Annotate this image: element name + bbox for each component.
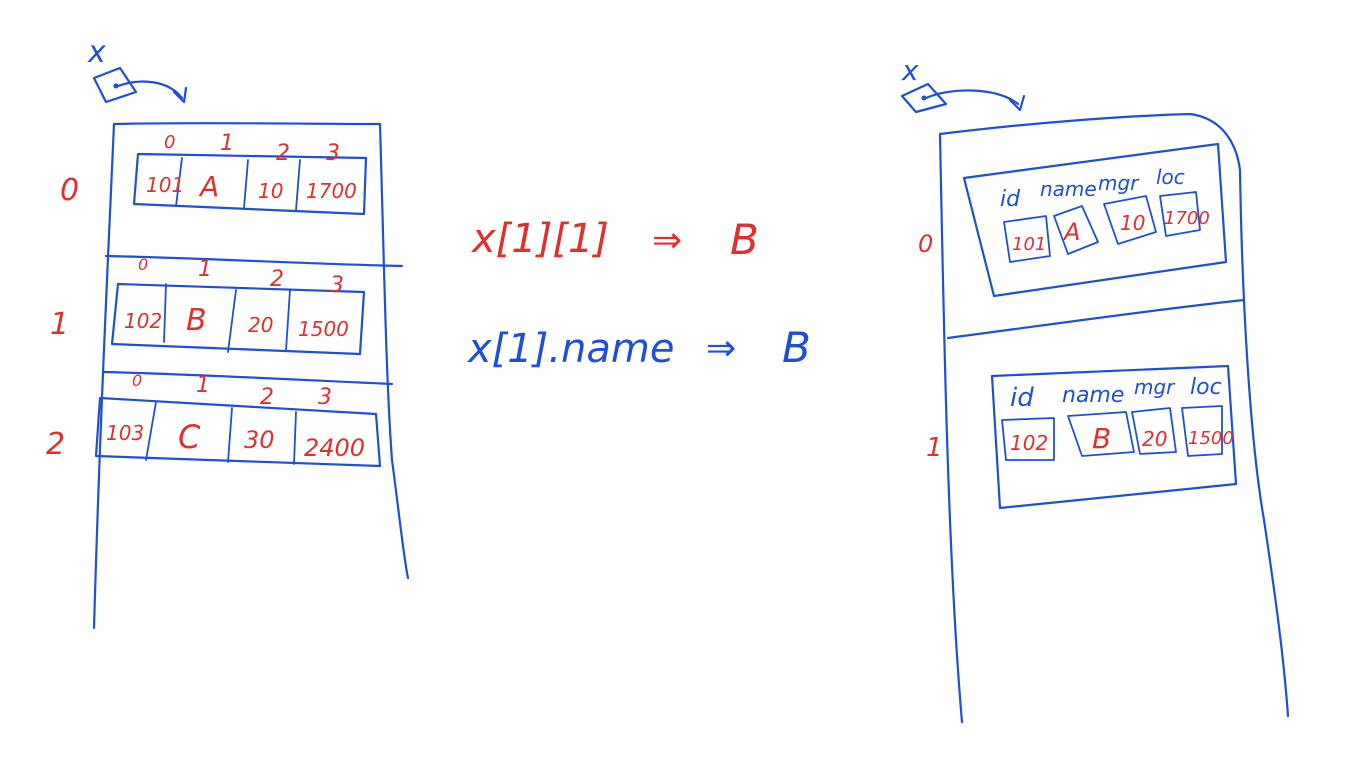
- left-container-right: [378, 122, 410, 580]
- right-object-1-val-name: B: [1092, 422, 1111, 455]
- right-object-1-key-id: id: [1010, 383, 1034, 413]
- left-row-0-col-index-1: 1: [220, 131, 234, 156]
- left-pointer-arrowhead: [172, 86, 188, 104]
- right-container-right: [1238, 168, 1290, 718]
- right-pointer-box: [900, 82, 948, 114]
- left-row-0-col-index-2: 2: [276, 141, 290, 166]
- left-row-2-cell-2: 30: [244, 426, 275, 454]
- left-row-0-col-index-0: 0: [164, 132, 175, 153]
- left-row-1-box: [110, 282, 366, 356]
- right-object-0-key-loc: loc: [1156, 165, 1185, 189]
- right-object-1-val-id: 102: [1010, 431, 1048, 455]
- left-row-index-1: 1: [50, 307, 69, 342]
- left-row-2-col-index-2: 2: [260, 385, 274, 410]
- left-row-2-col-index-0: 0: [132, 371, 142, 390]
- left-divider-2: [102, 370, 394, 386]
- right-object-1-slot-mgr: [1131, 407, 1177, 455]
- left-row-0-box: [132, 152, 368, 216]
- left-pointer-dot: [113, 83, 119, 89]
- right-object-0-val-mgr: 10: [1120, 211, 1145, 235]
- left-pointer-arrow: [116, 80, 184, 100]
- right-object-1-slot-name: [1067, 411, 1135, 457]
- expr1-result: B: [730, 215, 759, 264]
- access-expressions: x[1][1] ⇒ B x[1].name ⇒ B: [466, 215, 811, 372]
- left-row-1-col-index-2: 2: [270, 267, 284, 292]
- expr1-code: x[1][1]: [470, 216, 609, 262]
- right-container-top: [938, 112, 1242, 172]
- right-row-index-1: 1: [926, 433, 943, 463]
- left-var-label: x: [87, 35, 106, 70]
- right-object-0-slot-loc: [1159, 191, 1201, 237]
- right-object-0-slot-mgr: [1103, 195, 1157, 245]
- right-object-0-key-id: id: [1000, 187, 1021, 212]
- left-row-0-col-index-3: 3: [326, 141, 340, 166]
- left-row-2-cell-3: 2400: [304, 434, 365, 462]
- right-object-0-slot-name: [1053, 205, 1099, 255]
- right-pointer-arrowhead: [1008, 94, 1026, 112]
- left-row-2-cell-dividers: [145, 401, 297, 465]
- left-row-0-cell-0: 101: [146, 173, 184, 197]
- right-object-1-key-loc: loc: [1190, 375, 1222, 400]
- left-row-0-cell-dividers: [175, 157, 301, 211]
- left-container-top: [112, 122, 382, 126]
- left-row-0-cell-1: A: [198, 170, 219, 203]
- left-row-1-col-index-0: 0: [138, 255, 148, 274]
- expr2-result: B: [782, 323, 811, 372]
- left-row-1-cell-0: 102: [124, 309, 162, 333]
- left-row-1-cell-2: 20: [248, 313, 273, 337]
- expr1-arrow: ⇒: [652, 220, 682, 261]
- right-object-0-slot-id: [1003, 215, 1051, 263]
- left-row-2-col-index-3: 3: [318, 385, 332, 410]
- left-row-1-cell-1: B: [186, 303, 207, 338]
- left-container-left: [92, 122, 116, 630]
- left-row-2-cell-1: C: [178, 418, 201, 456]
- right-object-1-key-mgr: mgr: [1134, 375, 1176, 399]
- left-row-1-col-index-1: 1: [198, 257, 212, 282]
- right-object-1-key-name: name: [1062, 383, 1124, 408]
- right-object-1-val-mgr: 20: [1142, 427, 1167, 451]
- left-row-index-2: 2: [46, 427, 65, 462]
- right-object-0-val-loc: 1700: [1164, 208, 1210, 229]
- right-object-0-val-name: A: [1062, 218, 1080, 246]
- right-object-1-slot-id: [1001, 417, 1055, 461]
- right-object-0-key-name: name: [1040, 177, 1097, 201]
- left-row-index-0: 0: [60, 173, 79, 208]
- left-row-0-cell-3: 1700: [306, 179, 357, 203]
- left-row-2-box: [94, 396, 382, 468]
- right-object-1-slot-loc: [1181, 405, 1223, 457]
- right-var-label: x: [901, 54, 919, 87]
- right-object-1-box: [990, 364, 1238, 510]
- left-row-1-col-index-3: 3: [330, 273, 344, 298]
- left-row-2-cell-0: 103: [106, 421, 144, 445]
- right-object-0-box: [962, 142, 1228, 298]
- left-row-1-cell-3: 1500: [298, 317, 349, 341]
- right-container-left: [938, 132, 964, 724]
- right-object-0-val-id: 101: [1012, 234, 1046, 255]
- right-object-0-key-mgr: mgr: [1098, 171, 1140, 195]
- right-divider-1: [946, 298, 1246, 340]
- left-row-2-col-index-1: 1: [196, 373, 210, 398]
- left-row-0-cell-2: 10: [258, 179, 283, 203]
- right-row-index-0: 0: [918, 230, 933, 258]
- right-object-1-val-loc: 1500: [1188, 428, 1234, 449]
- expr2-code: x[1].name: [466, 326, 674, 372]
- right-object-array-diagram: x 0 1 id name mgr loc 101 A 10 1700 id n…: [900, 54, 1290, 724]
- left-row-1-cell-dividers: [163, 283, 291, 353]
- left-pointer-box: [92, 66, 138, 104]
- expr2-arrow: ⇒: [706, 328, 736, 369]
- left-array-diagram: x 0 1 2 0 1 2 3 101 A 10 1700 0 1 2 3 10…: [46, 35, 410, 630]
- left-divider-1: [104, 254, 404, 268]
- right-pointer-dot: [921, 95, 927, 101]
